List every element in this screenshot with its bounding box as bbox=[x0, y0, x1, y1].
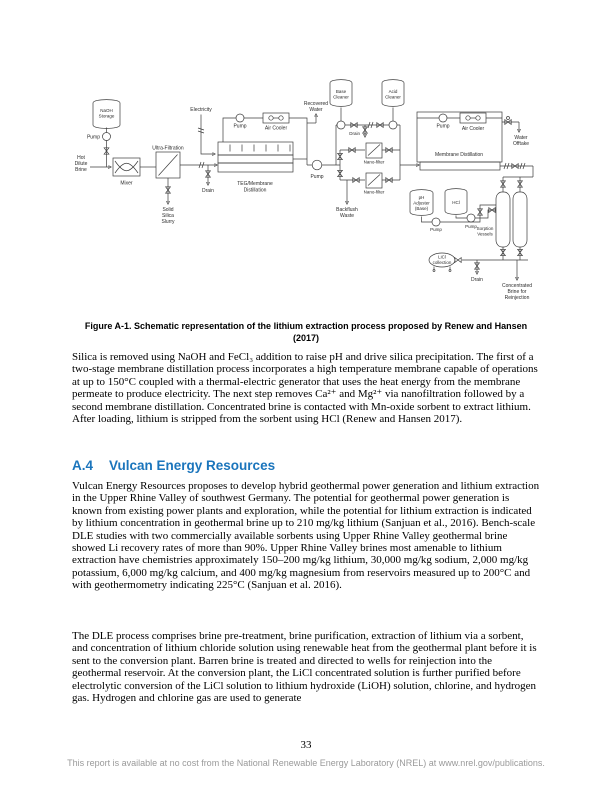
section-heading: A.4 Vulcan Energy Resources bbox=[72, 458, 275, 473]
pump-6: Pump bbox=[465, 213, 477, 229]
drain-1: Drain bbox=[202, 165, 214, 194]
pump-4: Pump bbox=[436, 113, 450, 130]
ultra-filtration-unit: Ultra-Filtration bbox=[152, 146, 184, 179]
drain-2-label: Drain bbox=[349, 131, 360, 136]
page-number: 33 bbox=[300, 739, 312, 751]
pump-2-label: Pump bbox=[233, 124, 246, 130]
mixer: Mixer bbox=[112, 157, 141, 187]
drain-3-label: Drain bbox=[471, 277, 483, 283]
pump-2: Pump bbox=[233, 113, 247, 130]
electricity-line: Electricity bbox=[190, 107, 215, 154]
footer-note: This report is available at no cost from… bbox=[67, 758, 545, 768]
pump-4-label: Pump bbox=[436, 124, 449, 130]
mixer-label: Mixer bbox=[120, 181, 133, 187]
paragraph-silica-removal: Silica is removed using NaOH and FeCl₃ a… bbox=[72, 351, 538, 426]
paragraph-dle-process: The DLE process comprises brine pre-trea… bbox=[72, 630, 537, 705]
pump-1-label: Pump bbox=[87, 135, 100, 141]
paragraph-vulcan-overview: Vulcan Energy Resources proposes to deve… bbox=[72, 480, 540, 592]
figure-caption: Figure A-1. Schematic representation of … bbox=[84, 321, 528, 343]
air-cooler-2-label: Air Cooler bbox=[462, 126, 485, 132]
nano-filter-2-label: Nano-filter bbox=[364, 190, 385, 195]
pump-cleaner-1 bbox=[336, 120, 346, 130]
air-cooler-1-label: Air Cooler bbox=[265, 126, 288, 132]
electricity-label: Electricity bbox=[190, 107, 212, 113]
pump-1: Pump bbox=[87, 132, 111, 141]
ultra-filtration-label: Ultra-Filtration bbox=[152, 146, 184, 152]
pump-3: Pump bbox=[310, 159, 324, 180]
section-number: A.4 bbox=[72, 458, 94, 473]
drain-1-label: Drain bbox=[202, 188, 214, 194]
nano-filter-1: Nano-filter bbox=[364, 142, 385, 165]
hcl-label: HCl bbox=[452, 200, 460, 205]
drain-2: Drain bbox=[349, 125, 368, 137]
membrane-distillation-label: Membrane Distillation bbox=[435, 152, 483, 158]
hcl-tank: HCl bbox=[444, 188, 468, 215]
pump-5: Pump bbox=[430, 217, 442, 232]
pump-5-label: Pump bbox=[430, 227, 442, 232]
nano-filter-1-label: Nano-filter bbox=[364, 160, 385, 165]
air-cooler-2: Air Cooler bbox=[459, 112, 487, 132]
pump-cleaner-2 bbox=[388, 120, 398, 130]
drain-3: Drain bbox=[471, 260, 483, 283]
section-title: Vulcan Energy Resources bbox=[109, 458, 276, 473]
membrane-distillation-unit: Pump Air Cooler Membrane Distillation bbox=[416, 111, 503, 171]
pump-3-label: Pump bbox=[310, 174, 323, 180]
pump-6-label: Pump bbox=[465, 224, 477, 229]
air-cooler-1: Air Cooler bbox=[262, 112, 290, 132]
nano-filter-2: Nano-filter bbox=[364, 172, 385, 195]
